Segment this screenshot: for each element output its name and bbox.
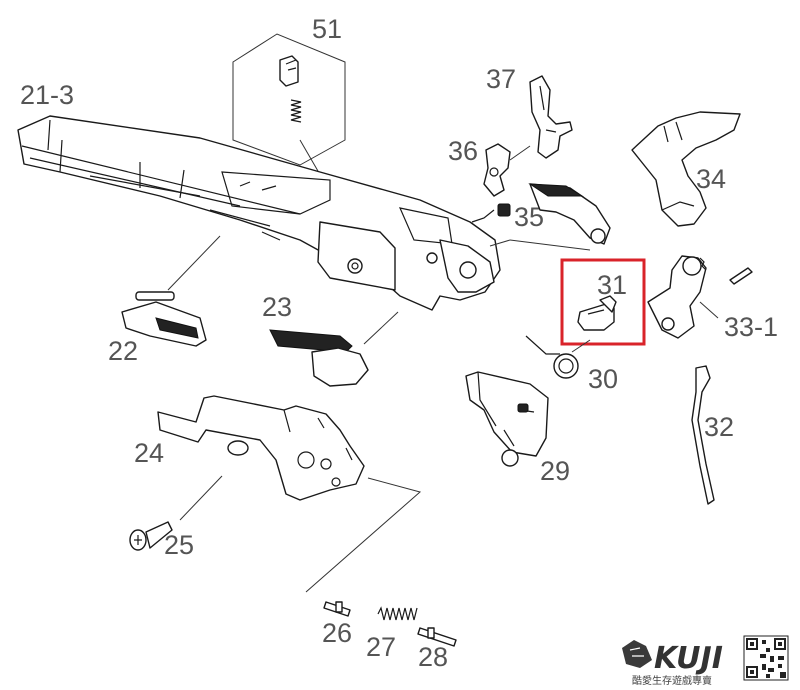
brand-name: KUJI	[654, 641, 723, 676]
part-29-sear-housing: 29	[465, 371, 570, 486]
label-51: 51	[312, 14, 342, 44]
label-23: 23	[262, 292, 292, 322]
label-24: 24	[134, 438, 164, 468]
part-26-pin: 26	[322, 601, 352, 648]
highlight-box	[560, 258, 646, 346]
label-37: 37	[486, 64, 516, 94]
part-28-pin: 28	[417, 627, 457, 672]
part-35-spring-cap: 35	[471, 202, 544, 232]
part-37-disconnector: 37	[486, 64, 573, 159]
brand-tagline: 酷愛生存遊戲專賣	[632, 674, 712, 687]
label-21-3: 21-3	[20, 80, 74, 110]
label-26: 26	[322, 618, 352, 648]
part-25-screw: 25	[129, 521, 194, 560]
label-25: 25	[164, 530, 194, 560]
part-22-slide-stop: 22	[108, 291, 207, 366]
label-27: 27	[366, 632, 396, 662]
label-30: 30	[588, 364, 618, 394]
part-24-lower-frame: 24	[134, 395, 422, 593]
part-33-1-hammer-strut: 33-1	[647, 255, 778, 342]
lion-logo-icon	[622, 640, 652, 668]
label-34: 34	[696, 164, 726, 194]
part-31-trigger-bar-lever: 31	[560, 258, 646, 346]
part-51-spring	[290, 99, 302, 123]
part-21-3-leader	[167, 235, 221, 291]
part-51-group: 51	[232, 14, 346, 179]
label-22: 22	[108, 336, 138, 366]
part-51-slide-stop-piece	[279, 55, 299, 87]
part-34-hammer: 34	[631, 111, 741, 227]
part-36-sear: 36	[448, 136, 531, 197]
label-33-1: 33-1	[724, 312, 778, 342]
label-32: 32	[704, 412, 734, 442]
label-28: 28	[418, 642, 448, 672]
part-27-spring: 27	[366, 606, 418, 662]
part-32-spring-rod: 32	[691, 365, 734, 505]
brand-footer: KUJI 酷愛生存遊戲專賣	[622, 635, 789, 687]
part-23-trigger: 23	[262, 292, 399, 387]
part-51-inset-frame	[232, 33, 346, 166]
part-30-spring: 30	[525, 335, 618, 394]
qr-code-icon	[743, 635, 789, 681]
part-21-3-frame: 21-3	[17, 80, 501, 311]
label-31: 31	[597, 270, 627, 300]
label-29: 29	[540, 456, 570, 486]
part-33-slide-assembly	[489, 183, 611, 251]
label-36: 36	[448, 136, 478, 166]
